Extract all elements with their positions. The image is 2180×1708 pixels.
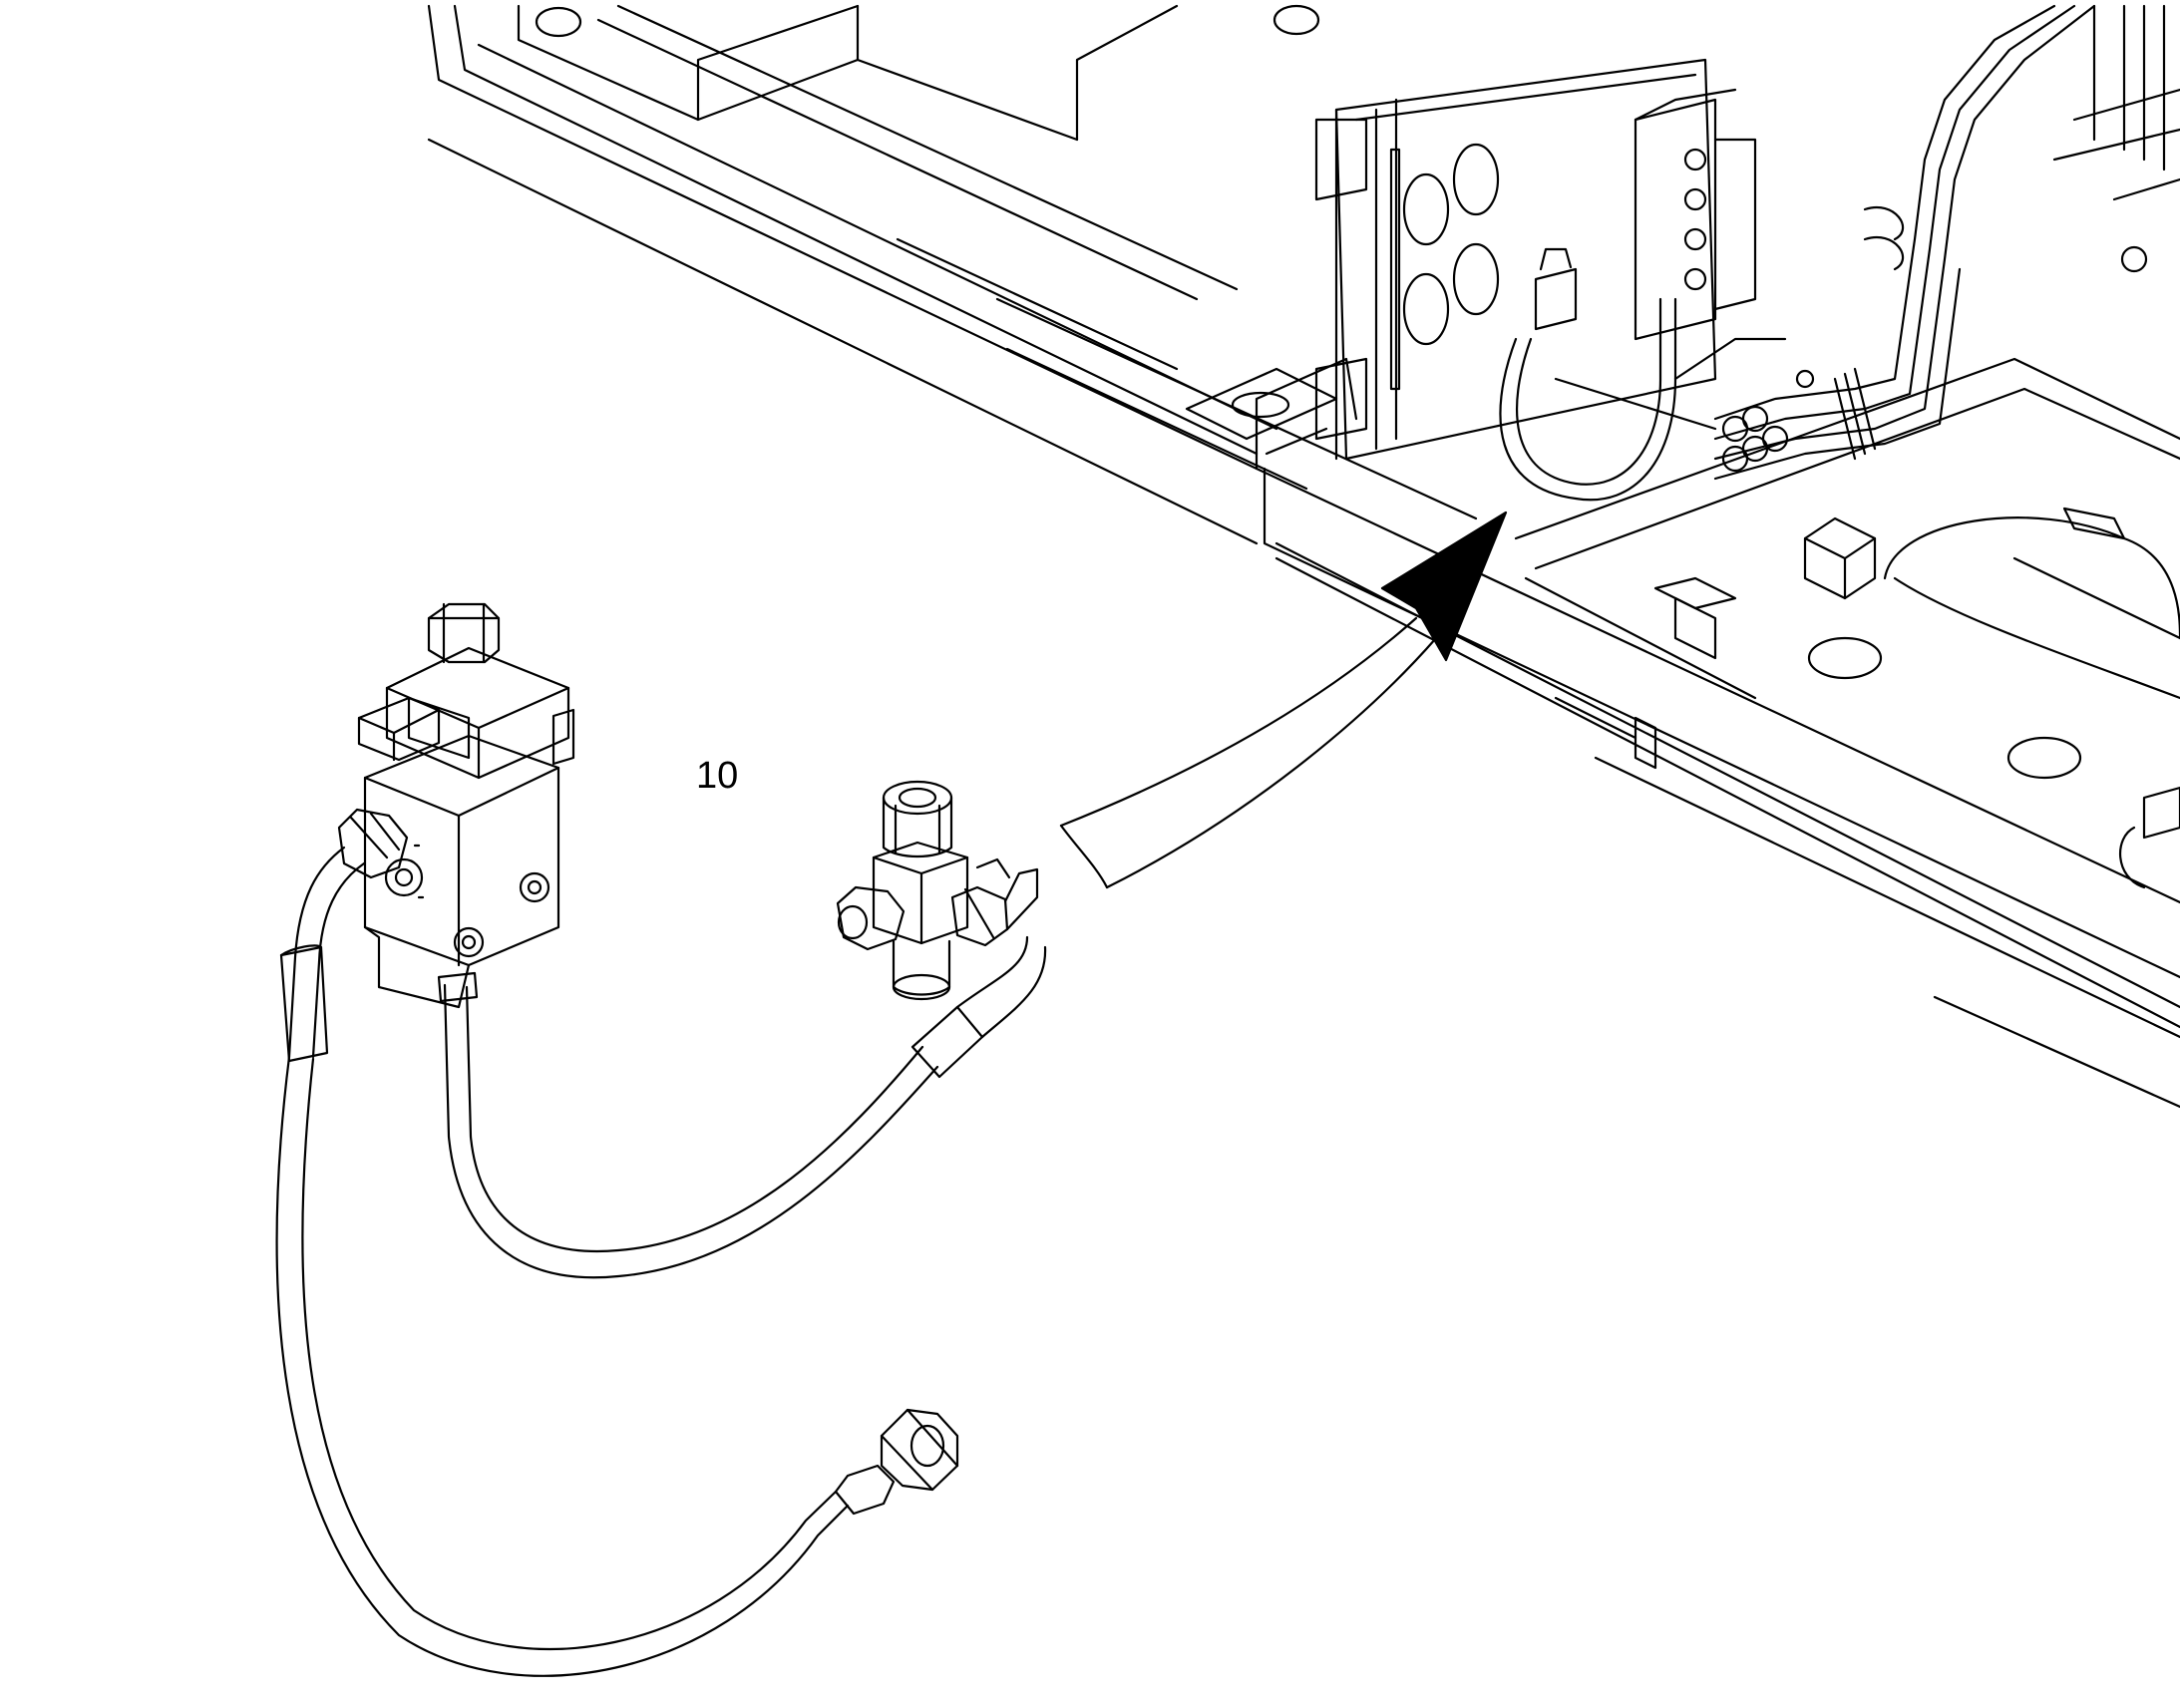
callout-arrowhead [1380, 511, 1508, 662]
callout-leader [1059, 616, 1438, 889]
callout-label-10: 10 [696, 755, 738, 797]
tee-fitting [836, 780, 1039, 1001]
hose-assembly [275, 846, 1047, 1677]
hose-end-fitting [834, 1408, 959, 1516]
machine-frame [427, 4, 2180, 1109]
solenoid-valve [337, 602, 575, 1009]
